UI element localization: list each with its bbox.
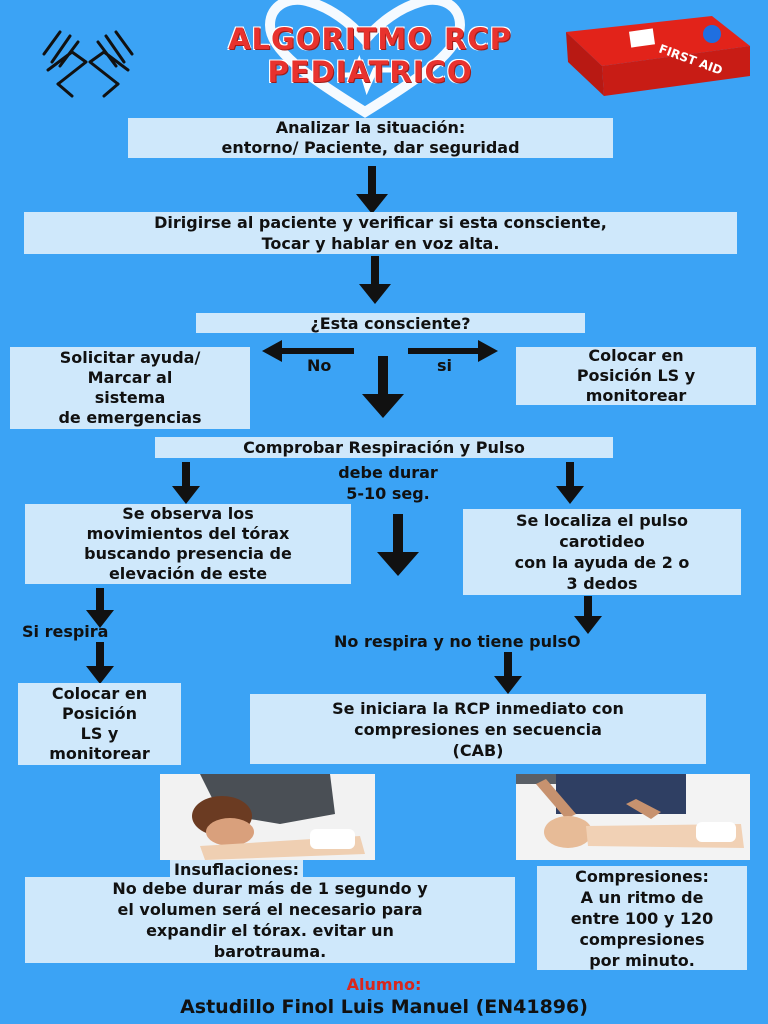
recovery-position-line-2: Posición LS y [576,366,696,385]
student-name: Astudillo Finol Luis Manuel (EN41896) [180,996,588,1018]
chest-compressions-photo [516,774,750,860]
arrow-down-icon [574,596,602,634]
step-analyze-line-2: entorno/ Paciente, dar seguridad [221,138,520,157]
cpr-hands-icon [42,30,134,98]
check-pulse-line-4: 3 dedos [566,574,638,593]
start-cpr-box: Se iniciara la RCP inmediato con compres… [250,694,706,764]
call-emergency-box: Solicitar ayuda/ Marcar al sistema de em… [10,347,250,429]
first-aid-kit-icon: FIRST AID [566,16,750,96]
start-cpr-line-3: (CAB) [452,740,504,760]
rescue-breaths-photo [160,774,375,860]
recovery-position-box-2: Colocar en Posición LS y monitorear [18,683,181,765]
step-analyze-box: Analizar la situación: entorno/ Paciente… [128,118,613,158]
call-emergency-line-4: de emergencias [58,408,202,427]
observe-chest-line-4: elevación de este [108,564,268,583]
no-label: No [307,356,332,375]
recovery-position-2-line-2: Posición [61,704,138,723]
step-approach-line-1: Dirigirse al paciente y verificar si est… [154,213,607,232]
conscious-question-box: ¿Esta consciente? [196,313,585,333]
recovery-position-2-line-4: monitorear [49,744,150,763]
duration-line-1: debe durar [338,463,438,482]
page-title-line2: PEDIATRICO [267,55,473,89]
check-pulse-line-2: carotideo [559,532,645,551]
arrow-down-icon [359,256,391,304]
start-cpr-line-2: compresiones en secuencia [354,719,602,739]
student-label: Alumno: [346,975,422,994]
arrow-down-icon [172,462,200,504]
insufflations-line-1: No debe durar más de 1 segundo y [112,879,428,898]
check-breathing-text: Comprobar Respiración y Pulso [243,438,525,457]
arrow-down-icon [377,514,419,576]
observe-chest-line-1: Se observa los [122,504,254,523]
arrow-left-icon [262,340,354,362]
check-pulse-line-3: con la ayuda de 2 o [514,553,690,572]
conscious-question-text: ¿Esta consciente? [310,313,471,333]
arrow-down-icon [356,166,388,214]
arrow-right-icon [408,340,498,362]
call-emergency-line-3: sistema [94,388,166,407]
arrow-down-icon [362,356,404,418]
observe-chest-box: Se observa los movimientos del tórax bus… [25,504,351,584]
recovery-position-line-1: Colocar en [588,346,684,365]
compressions-line-3: entre 100 y 120 [570,908,714,928]
breathing-yes-label: Si respira [22,622,109,641]
observe-chest-line-3: buscando presencia de [84,544,292,563]
arrow-down-icon [556,462,584,504]
recovery-position-box: Colocar en Posición LS y monitorear [516,346,756,405]
step-approach-box: Dirigirse al paciente y verificar si est… [24,212,737,254]
duration-line-2: 5-10 seg. [346,484,430,503]
step-analyze-line-1: Analizar la situación: [275,118,466,137]
page-title-line1: ALGORITMO RCP [228,22,512,56]
arrow-down-icon [86,588,114,628]
arrow-down-icon [86,642,114,684]
insufflations-box: No debe durar más de 1 segundo y el volu… [25,877,515,963]
compressions-box: Compresiones: A un ritmo de entre 100 y … [537,866,747,970]
insufflations-line-2: el volumen será el necesario para [117,900,423,919]
recovery-position-2-line-3: LS y [80,724,119,743]
start-cpr-line-1: Se iniciara la RCP inmediato con [332,698,624,718]
insufflations-line-3: expandir el tórax. evitar un [146,921,394,940]
compressions-line-1: Compresiones: [575,866,709,886]
heart-icon [264,0,466,118]
observe-chest-line-2: movimientos del tórax [86,524,290,543]
step-approach-line-2: Tocar y hablar en voz alta. [261,234,500,253]
arrow-down-icon [494,652,522,694]
insufflations-title: Insuflaciones: [170,860,304,879]
compressions-line-2: A un ritmo de [580,887,704,907]
call-emergency-line-2: Marcar al [87,368,173,387]
si-label: si [437,356,453,375]
call-emergency-line-1: Solicitar ayuda/ [59,348,201,367]
check-pulse-line-1: Se localiza el pulso [515,511,689,530]
check-breathing-box: Comprobar Respiración y Pulso [155,437,613,458]
recovery-position-2-line-1: Colocar en [51,684,148,703]
compressions-line-5: por minuto. [589,950,695,970]
compressions-line-4: compresiones [579,929,705,949]
insufflations-line-4: barotrauma. [213,942,327,961]
no-breathing-label: No respira y no tiene pulsO [334,632,581,651]
check-pulse-box: Se localiza el pulso carotideo con la ay… [463,509,741,595]
recovery-position-line-3: monitorear [585,386,687,405]
